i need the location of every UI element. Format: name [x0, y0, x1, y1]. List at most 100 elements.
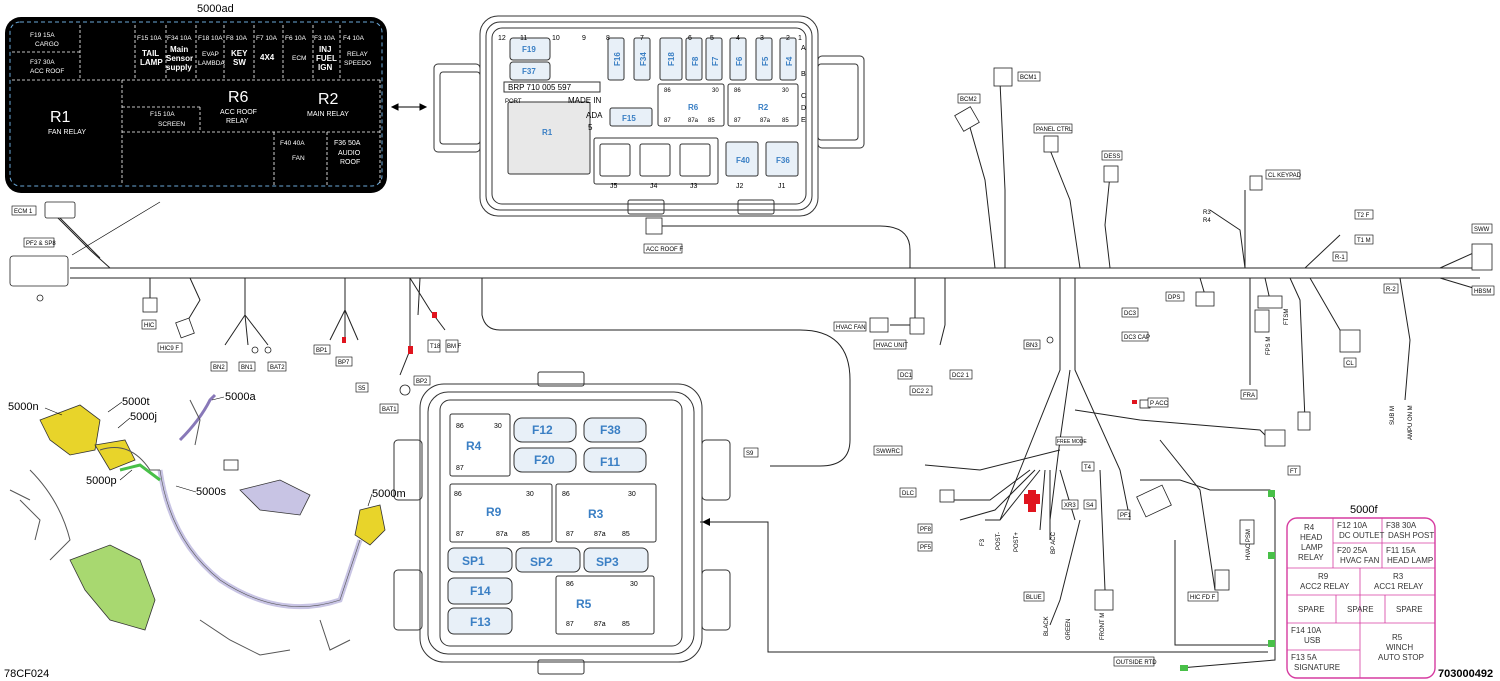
harness-3d-view [9, 393, 386, 656]
label-sub-m: SUB M [1390, 406, 1396, 425]
cell-f15-name2: LAMP [140, 58, 163, 67]
cell-f36-name1: AUDIO [338, 150, 361, 157]
label-pf1: PF1 [1120, 513, 1132, 519]
label-t18: T18 [430, 344, 441, 350]
pink-r3-1: ACC1 RELAY [1374, 582, 1424, 591]
label-ft: FT [1290, 469, 1298, 475]
cell-f3-rating: F3 10A [314, 35, 336, 42]
fuse-f15: F15 [622, 114, 636, 123]
r3-pin-87: 87 [566, 531, 574, 538]
cell-f19-rating: F19 15A [30, 32, 55, 39]
label-green: GREEN [1066, 619, 1072, 640]
cell-f7-name: 4X4 [260, 53, 275, 62]
cell-f6-name: ECM [292, 55, 306, 62]
label-dc1: DC1 [900, 373, 913, 379]
r3-pin-85: 85 [622, 531, 630, 538]
label-fra: FRA [1243, 393, 1255, 399]
pink-f14-0: F14 10A [1291, 626, 1322, 635]
label-bat2: BAT2 [270, 365, 285, 371]
label-dc2-2: DC2 2 [912, 389, 930, 395]
relay-r6: R6 [688, 103, 699, 112]
cell-f19-name: CARGO [35, 41, 59, 48]
label-panel-ctrl: PANEL CTRL [1036, 127, 1073, 133]
label-bcm2: BCM2 [960, 97, 977, 103]
label-hic: HIC [144, 323, 155, 329]
callout-5000j: 5000j [130, 411, 157, 423]
fuse-box-top [433, 15, 865, 217]
cell-f15-name1: TAIL [142, 49, 159, 58]
fuse-f8: F8 [691, 56, 700, 66]
pink-spare-2: SPARE [1347, 605, 1374, 614]
r5-pin-86: 86 [566, 581, 574, 588]
label-t1: T1 M [1357, 238, 1371, 244]
ada-label: ADA [586, 111, 603, 120]
callout-5000n: 5000n [8, 401, 39, 413]
label-bp2: BP2 [416, 379, 428, 385]
r2-pin-87: 87 [734, 118, 741, 124]
label-t2: T2 F [1357, 213, 1370, 219]
pink-f20-1: HVAC FAN [1340, 556, 1380, 565]
label-fts: FTSM [1284, 309, 1290, 325]
relay-r2: R2 [758, 103, 769, 112]
label-s9: S9 [746, 451, 754, 457]
cell-f34-rating: F34 10A [167, 35, 192, 42]
r2-pin-87a: 87a [760, 118, 771, 124]
cell-f4-name1: RELAY [347, 51, 368, 58]
jack-labels: J5 J4 J3 J2 J1 [610, 183, 786, 190]
double-arrow-icon [390, 103, 428, 111]
cell-f4-name2: SPEEDO [344, 60, 371, 67]
relay-r3: R3 [588, 507, 604, 521]
pin-c: C [801, 93, 806, 100]
label-pf8: PF8 [920, 527, 932, 533]
jack-j2: J2 [736, 183, 744, 190]
pink-f11-1: HEAD LAMP [1387, 556, 1433, 565]
pink-r5-2: AUTO STOP [1378, 653, 1424, 662]
label-bm: BM F [447, 344, 462, 350]
label-bn2: BN2 [213, 365, 225, 371]
cell-f34-name2: Sensor [166, 54, 193, 63]
pin-8: 8 [606, 35, 610, 42]
fuse-f18: F18 [667, 52, 676, 66]
made-in-label: MADE IN [568, 96, 602, 105]
label-hvac-unit: HVAC UNIT [876, 343, 908, 349]
label-hvac-fan: HVAC FAN [836, 325, 866, 331]
cell-f18-name1: EVAP [202, 51, 219, 58]
r9-pin-85: 85 [522, 531, 530, 538]
label-sww: SWW [1474, 227, 1490, 233]
label-dc3cap: DC3 CAP [1124, 335, 1150, 341]
fuse-f40: F40 [736, 156, 750, 165]
label-bat1: BAT1 [382, 407, 397, 413]
fuse-f6: F6 [735, 56, 744, 66]
r2-pin-30: 30 [782, 88, 789, 94]
pin-2: 2 [786, 35, 790, 42]
cell-f4-rating: F4 10A [343, 35, 365, 42]
pink-f13-0: F13 5A [1291, 653, 1317, 662]
label-cl: CL [1346, 361, 1354, 367]
pink-r9-0: R9 [1318, 572, 1329, 581]
fuse-f34: F34 [639, 52, 648, 66]
jack-j1: J1 [778, 183, 786, 190]
pink-r4-0: R4 [1304, 523, 1315, 532]
label-dc3: DC3 [1124, 311, 1137, 317]
cell-f34-name1: Main [170, 45, 188, 54]
fuse-box-bottom-pins: 86 30 87 86 30 87 87a 85 86 30 87 87a 85… [454, 423, 638, 628]
fuse-f13: F13 [470, 615, 491, 629]
pin-12: 12 [498, 35, 506, 42]
fuse-box-top-fuses: F19 F37 F16 F34 F18 F8 F7 F6 F5 F4 F15 F… [522, 45, 794, 165]
label-f3: F3 [980, 538, 986, 546]
label-dlc: DLC [902, 491, 915, 497]
cell-r6-name1: ACC ROOF [220, 109, 257, 116]
part-number: BRP 710 005 597 [508, 83, 572, 92]
pink-r4-2: LAMP [1301, 543, 1323, 552]
r9-pin-30: 30 [526, 491, 534, 498]
cell-f36-name2: ROOF [340, 159, 360, 166]
label-t4: T4 [1084, 465, 1092, 471]
port-label: PORT [505, 99, 522, 105]
label-dess: DESS [1104, 154, 1120, 160]
pink-r4-3: RELAY [1298, 553, 1324, 562]
box-title-5000f: 5000f [1350, 504, 1378, 516]
fuse-f5: F5 [761, 56, 770, 66]
cell-f18-name2: LAMBDA [198, 60, 225, 67]
callouts: 5000n 5000t 5000j 5000a 5000p 5000s 5000… [8, 391, 406, 500]
fuse-layout-box-5000f: 5000f R4 HEAD LAMP RELAY F12 10A DC OUTL… [1286, 504, 1436, 679]
